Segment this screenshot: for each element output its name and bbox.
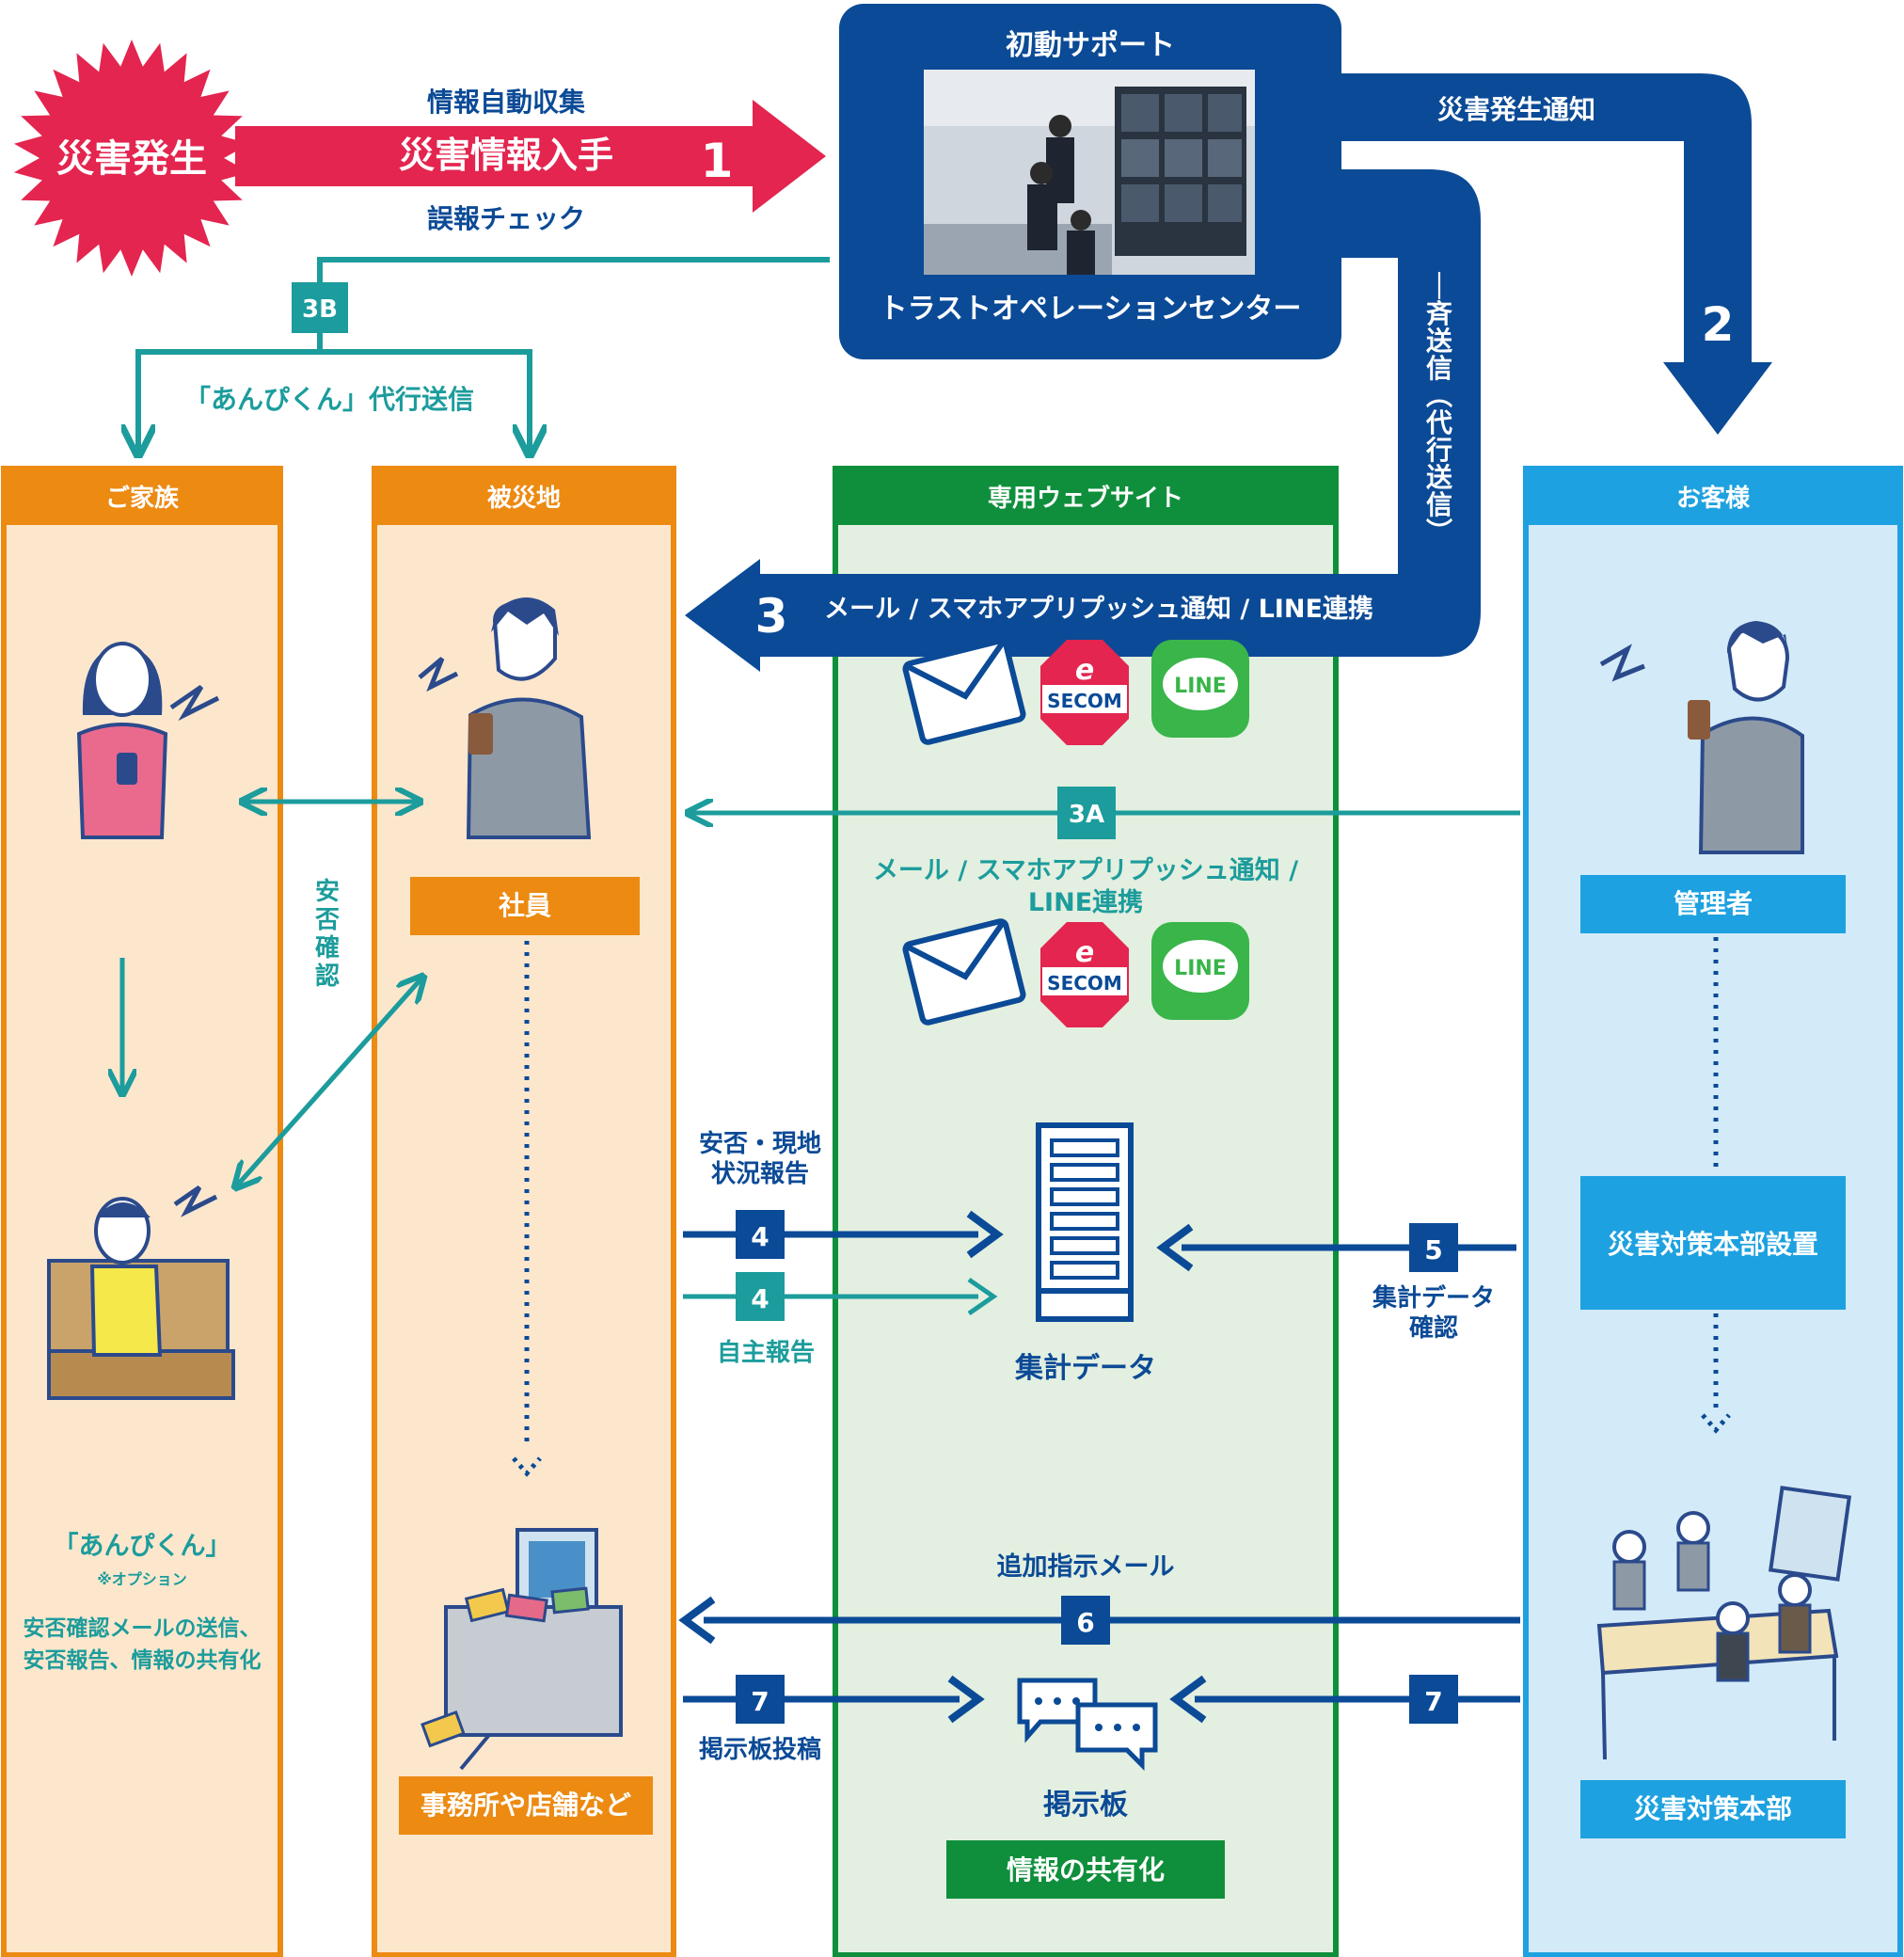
anpikun-title: 「あんぴくん」: [54, 1531, 231, 1561]
step5-badge: 5: [1424, 1234, 1442, 1265]
setup-dotted-arrowhead: [1701, 1413, 1731, 1434]
share-label: 情報の共有化: [1007, 1854, 1165, 1885]
step3a-badge: 3A: [1069, 801, 1104, 829]
secom-app-icon: e SECOM: [1040, 640, 1129, 745]
operation-room-photo: [924, 70, 1255, 275]
step3a-line1: メール / スマホアプリプッシュ通知 /: [873, 856, 1298, 885]
disaster-burst: 災害発生: [13, 40, 250, 277]
mail-icon-2: [902, 918, 1026, 1026]
step4-connectors: 安否・現地 状況報告 4 4 自主報告: [683, 1130, 1004, 1367]
safety-check-arrows: 安否確認: [237, 802, 421, 1185]
step1-arrow: 情報自動収集 災害情報入手 誤報チェック 1: [235, 87, 826, 234]
step3a-connector: 3A メール / スマホアプリプッシュ通知 / LINE連携: [690, 787, 1520, 917]
step5-connector: 5 集計データ 確認: [1156, 1223, 1516, 1343]
step1-top-label: 情報自動収集: [427, 87, 585, 118]
anpikun-description: 「あんぴくん」 ※オプション 安否確認メールの送信、 安否報告、情報の共有化: [24, 1531, 262, 1673]
step3-vertical-label: ｜斉送信︵代行送信︶: [1425, 271, 1452, 548]
step2-arrow: 災害発生通知 2: [1341, 73, 1772, 435]
safety-check-label: 安否確認: [315, 878, 340, 991]
employee-illustration: [418, 597, 592, 839]
step7-badge-right: 7: [1424, 1686, 1442, 1717]
anpikun-line2: 安否報告、情報の共有化: [24, 1647, 262, 1673]
step3-number: 3: [755, 589, 788, 644]
secom-e-glyph-2: e: [1075, 936, 1094, 969]
hq-setup-box: [1580, 1176, 1846, 1310]
step2-label: 災害発生通知: [1437, 94, 1595, 125]
step3b-label: 「あんぴくん」代行送信: [184, 384, 474, 415]
secom-app-icon-2: e SECOM: [1040, 922, 1129, 1027]
secom-e-glyph: e: [1075, 654, 1094, 687]
center-title: 初動サポート: [1006, 29, 1175, 62]
step6-badge: 6: [1076, 1607, 1094, 1638]
family-woman-illustration: [76, 642, 220, 839]
step3-arrow: 3 メール / スマホアプリプッシュ通知 / LINE連携 ｜斉送信︵代行送信︶: [685, 169, 1481, 672]
office-label: 事務所や店舗など: [420, 1790, 631, 1821]
secom-label: SECOM: [1047, 690, 1122, 712]
disaster-label: 災害発生: [56, 137, 207, 181]
hq-meeting-illustration: [1596, 1486, 1852, 1760]
anpikun-line1: 安否確認メールの送信、: [24, 1615, 262, 1641]
step7-badge-left: 7: [751, 1686, 769, 1717]
step5-line1: 集計データ: [1372, 1283, 1495, 1313]
step3b-badge: 3B: [302, 295, 338, 324]
secom-label-2: SECOM: [1047, 972, 1122, 994]
step4-top-line1: 安否・現地: [699, 1130, 821, 1158]
line-label: LINE: [1174, 675, 1227, 698]
employee-dotted-arrowhead: [512, 1456, 542, 1477]
hq-label-box: [1580, 1780, 1846, 1838]
hq-label: 災害対策本部: [1634, 1793, 1792, 1824]
column-web-title: 専用ウェブサイト: [988, 484, 1183, 513]
manager-illustration: [1599, 621, 1804, 854]
step1-bottom-label: 誤報チェック: [427, 203, 585, 234]
step3-channels: メール / スマホアプリプッシュ通知 / LINE連携: [824, 595, 1373, 624]
data-label: 集計データ: [1014, 1352, 1156, 1385]
board-label: 掲示板: [1043, 1789, 1128, 1822]
step2-number: 2: [1702, 297, 1735, 352]
bulletin-board-icon: [1017, 1678, 1158, 1772]
step4-bottom-label: 自主報告: [717, 1338, 815, 1367]
server-icon: [1036, 1122, 1134, 1322]
step7-label: 掲示板投稿: [699, 1735, 821, 1764]
employee-label: 社員: [499, 890, 551, 921]
step4-top-line2: 状況報告: [711, 1160, 809, 1188]
operation-center: 初動サポート トラストオペレーションセンター: [839, 4, 1341, 359]
office-label-box: [399, 1776, 653, 1835]
column-family-title: ご家族: [105, 484, 180, 513]
manager-label: 管理者: [1674, 888, 1753, 919]
step5-line2: 確認: [1409, 1313, 1458, 1343]
line-app-icon: LINE: [1151, 640, 1249, 738]
employee-label-box: [410, 877, 640, 935]
step4-badge-secondary: 4: [751, 1283, 769, 1314]
family-man-illustration: [47, 1185, 235, 1400]
center-name: トラストオペレーションセンター: [880, 293, 1302, 326]
hq-setup-label: 災害対策本部設置: [1608, 1229, 1818, 1260]
manager-label-box: [1580, 875, 1846, 933]
step3b-connector: 3B 「あんぴくん」代行送信: [138, 257, 830, 452]
step7-connectors: 7 掲示板投稿 7: [683, 1675, 1520, 1764]
step1-number: 1: [701, 134, 734, 188]
office-illustration: [420, 1528, 623, 1771]
step6-connector: 追加指示メール 6: [678, 1551, 1520, 1645]
column-customer-title: お客様: [1676, 484, 1751, 513]
anpikun-note: ※オプション: [97, 1570, 187, 1588]
step6-label: 追加指示メール: [997, 1551, 1175, 1582]
step4-badge-primary: 4: [751, 1221, 769, 1252]
step3a-line2: LINE連携: [1028, 888, 1143, 917]
column-site-title: 被災地: [487, 485, 561, 513]
step1-main-label: 災害情報入手: [399, 135, 613, 176]
line-label-2: LINE: [1174, 957, 1227, 980]
line-app-icon-2: LINE: [1151, 922, 1249, 1020]
share-label-box: [946, 1840, 1225, 1899]
mail-icon: [902, 638, 1026, 745]
